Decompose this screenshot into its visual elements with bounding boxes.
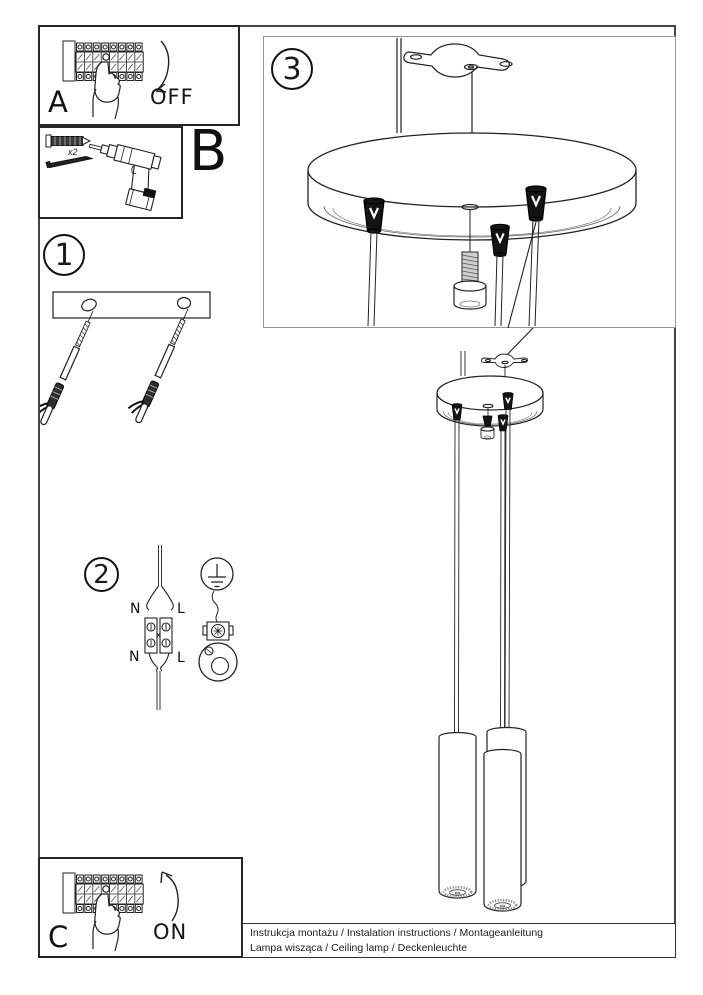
- footer-title-box: Instrukcja montażu / Instalation instruc…: [242, 923, 676, 958]
- panel-b-label: B: [189, 119, 228, 184]
- footer-line-instructions: Instrukcja montażu / Instalation instruc…: [250, 927, 543, 939]
- step2-number-text: 2: [93, 559, 110, 590]
- terminal-wiring: [144, 545, 174, 710]
- panel-a-label: A: [48, 85, 68, 119]
- live-label-top: L: [177, 601, 185, 617]
- footer-line-product: Lampa wisząca / Ceiling lamp / Deckenleu…: [250, 941, 468, 954]
- panel-a: A OFF: [38, 25, 240, 126]
- drill-icon: [88, 143, 162, 212]
- canopy-drum: [307, 132, 637, 241]
- wiring-terminal-illustration: [144, 545, 238, 710]
- wall-anchor-illustration: [40, 291, 211, 426]
- cord-grip-icon: [363, 197, 385, 234]
- wall-plug-icon: [45, 134, 92, 148]
- screw-anchor-icon: [127, 308, 189, 424]
- pendant-cylinder: [438, 731, 477, 899]
- ground-clamp-icon: [198, 590, 238, 682]
- panel-c-label: C: [48, 920, 69, 954]
- panel-c: C ON: [38, 857, 243, 958]
- ceiling-cable: [460, 351, 466, 376]
- screw-anchor-icon: [40, 310, 94, 426]
- cord-grip-icon: [502, 392, 514, 410]
- step3-number-text: 3: [282, 51, 302, 87]
- arrow-down-icon: [155, 40, 170, 93]
- mounting-bracket-icon: [480, 353, 529, 376]
- ceiling-cable: [396, 38, 402, 133]
- canopy-screw-icon: [480, 403, 495, 440]
- step1-number: 1: [43, 234, 85, 276]
- canopy-screw-icon: [453, 203, 487, 310]
- screw-icon: [45, 155, 94, 169]
- neutral-label-bottom: N: [129, 649, 140, 665]
- cord-grip-icon: [525, 185, 547, 222]
- ground-symbol-icon: [200, 557, 234, 591]
- circuit-breaker-icon: [62, 40, 144, 82]
- hand-icon: [92, 61, 121, 120]
- step3-number: 3: [271, 48, 313, 90]
- cord-grip-icon: [497, 414, 509, 432]
- pendant-cords: [454, 409, 511, 750]
- tools-illustration: [45, 134, 162, 212]
- mounting-bracket-icon: [403, 43, 513, 133]
- circuit-breaker-on-illustration: [62, 871, 179, 952]
- mounting-bar: [52, 291, 211, 319]
- pendant-lamp-illustration: [436, 327, 544, 912]
- panel-b: x2: [38, 126, 183, 219]
- detail-leader-line: [507, 221, 537, 328]
- power-off-label: OFF: [150, 85, 194, 109]
- hand-icon: [92, 893, 121, 952]
- arrow-up-icon: [160, 871, 179, 922]
- circuit-breaker-off-illustration: [62, 40, 170, 120]
- cord-grip-icon: [451, 403, 463, 421]
- pendant-cylinder: [483, 748, 522, 912]
- step2-number: 2: [84, 557, 119, 592]
- cord-grip-icon: [490, 223, 510, 257]
- step1-number-text: 1: [54, 237, 74, 273]
- neutral-label-top: N: [130, 601, 141, 617]
- power-on-label: ON: [153, 920, 188, 944]
- live-label-bottom: L: [177, 650, 185, 666]
- canopy-detail-illustration: [307, 38, 637, 328]
- quantity-note: x2: [68, 147, 78, 157]
